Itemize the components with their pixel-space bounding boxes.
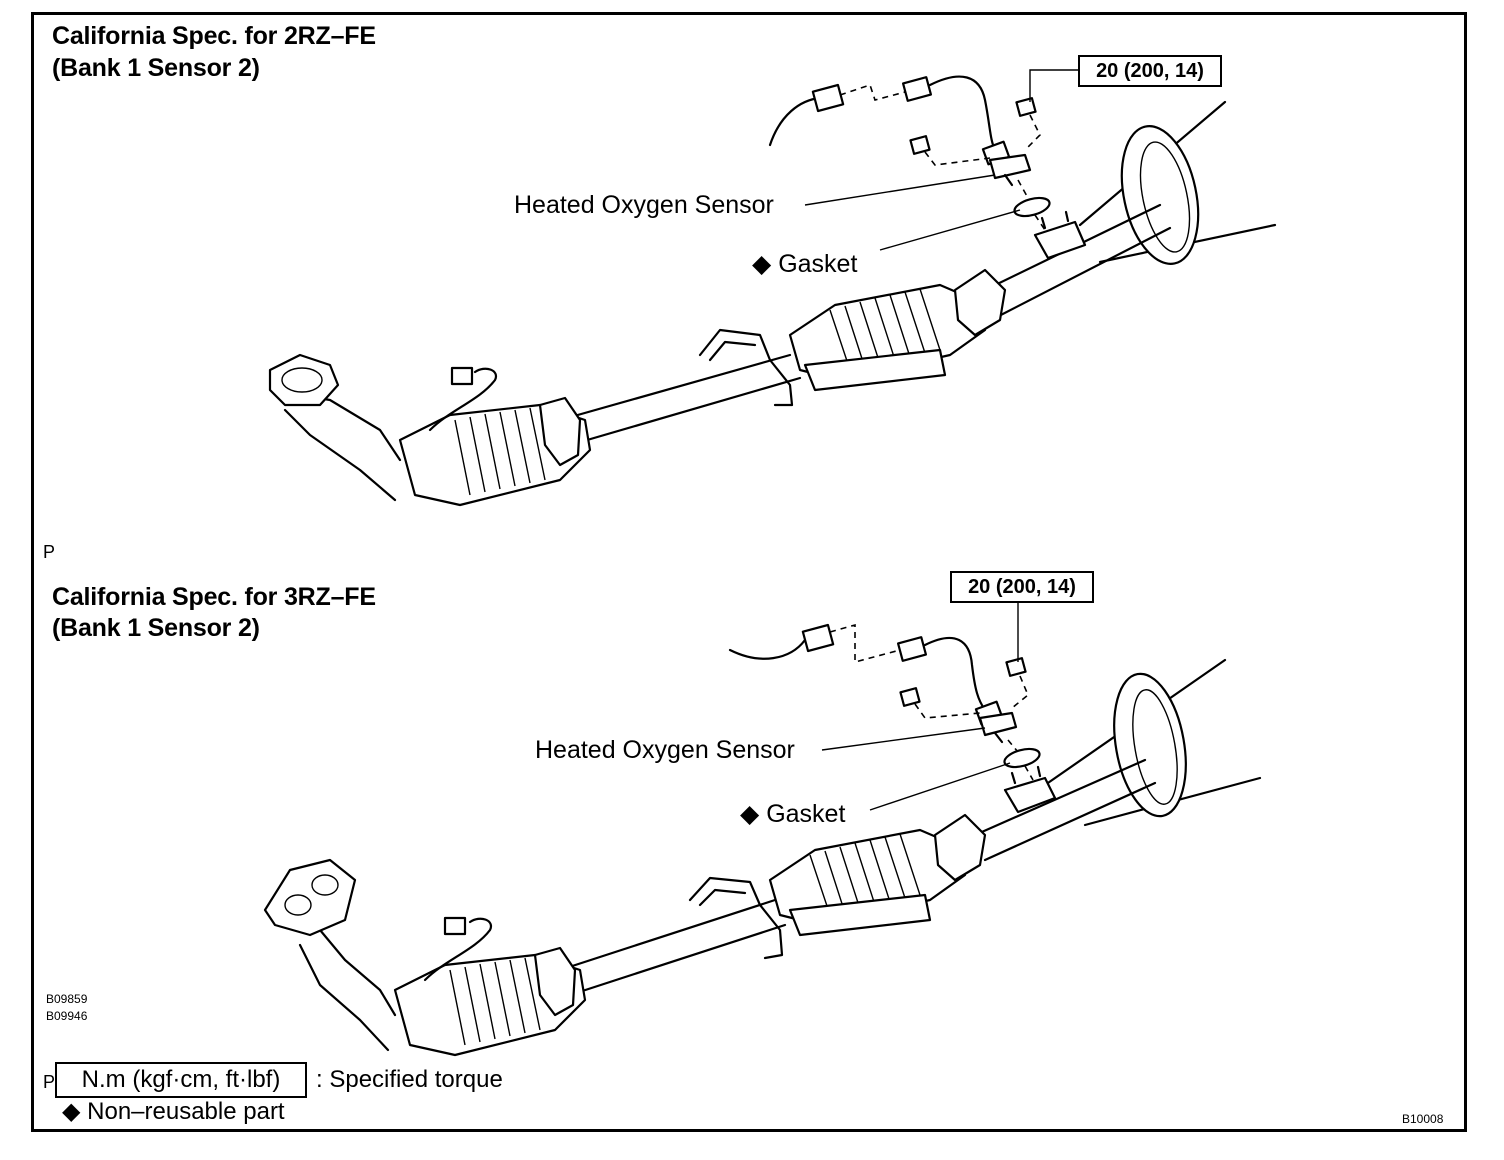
diagram-frame	[31, 12, 1467, 1132]
exhaust-assembly-3rz	[263, 603, 1262, 1057]
diamond-icon: ◆	[62, 1098, 81, 1125]
specified-torque-label: : Specified torque	[316, 1066, 503, 1093]
panel-2-sensor-label: Heated Oxygen Sensor	[535, 736, 795, 764]
figure-id: B10008	[1402, 1112, 1444, 1126]
panel-1-title-line-1: California Spec. for 2RZ–FE	[52, 22, 376, 50]
panel-1-marker: P	[43, 542, 56, 562]
torque-unit-box: N.m (kgf·cm, ft·lbf)	[55, 1062, 307, 1098]
non-reusable-legend: ◆ Non–reusable part	[62, 1098, 285, 1125]
exhaust-assembly-2rz	[268, 69, 1277, 507]
panel-2-torque-box: 20 (200, 14)	[950, 571, 1094, 603]
panel-2-gasket-label: ◆ Gasket	[740, 800, 846, 828]
figure-code-2: B09946	[46, 1009, 88, 1023]
panel-1-torque-box: 20 (200, 14)	[1078, 55, 1222, 87]
diamond-icon: ◆	[740, 800, 760, 828]
diamond-icon: ◆	[752, 250, 772, 278]
panel-1-sensor-label: Heated Oxygen Sensor	[514, 191, 774, 219]
figure-code-1: B09859	[46, 992, 88, 1006]
panel-2-marker: P	[43, 1072, 56, 1092]
panel-1-gasket-label: ◆ Gasket	[752, 250, 858, 278]
panel-2-title-line-1: California Spec. for 3RZ–FE	[52, 583, 376, 611]
panel-1-title-line-2: (Bank 1 Sensor 2)	[52, 54, 260, 82]
panel-2-title-line-2: (Bank 1 Sensor 2)	[52, 614, 260, 642]
